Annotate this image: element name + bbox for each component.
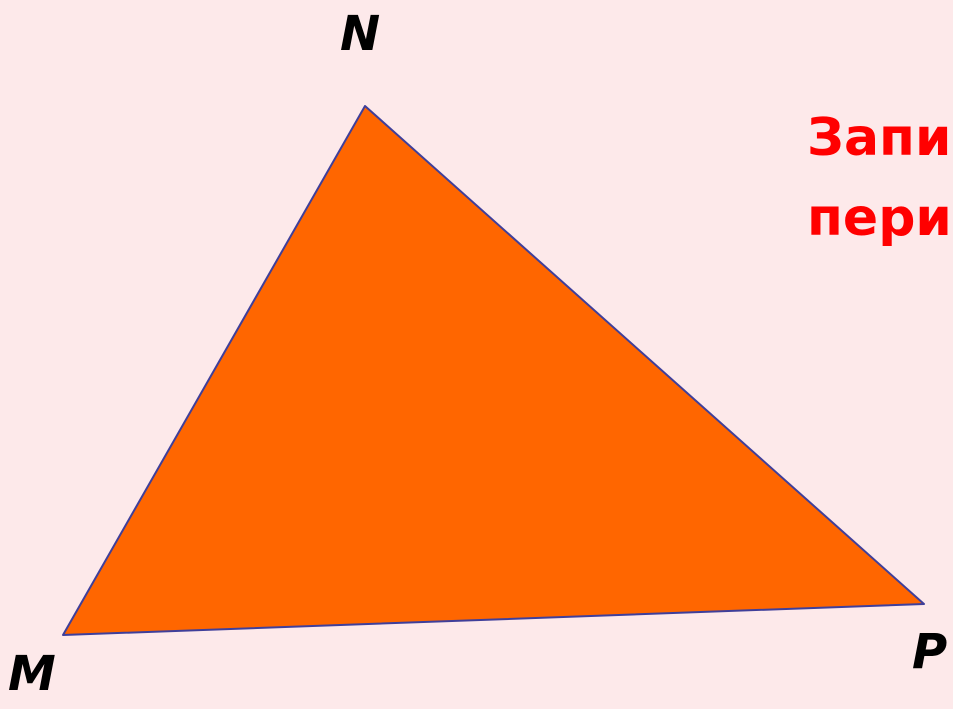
vertex-label-m: M [8, 646, 56, 702]
triangle-mnp [62, 105, 925, 636]
vertex-label-n: N [340, 6, 381, 62]
vertex-label-p: P [912, 624, 948, 680]
task-text-line-2: пери [807, 188, 952, 248]
task-text-line-1: Запи [807, 108, 952, 168]
task-text: Запи пери [807, 98, 952, 258]
